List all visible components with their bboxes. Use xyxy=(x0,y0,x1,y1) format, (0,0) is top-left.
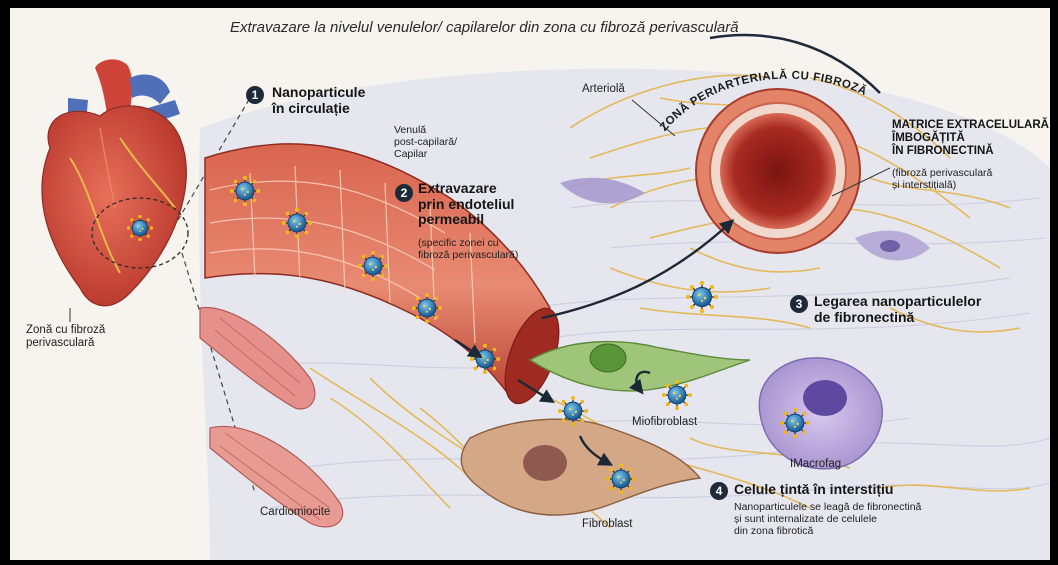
step2-note-line2: fibroză perivasculară) xyxy=(418,250,518,262)
venule-label-line1: Venulă xyxy=(394,125,457,137)
step2-line3: permeabil xyxy=(418,212,514,228)
myofibroblast-label: Miofibroblast xyxy=(632,416,697,429)
step4-description: Nanoparticulele se leagă de fibronectină… xyxy=(734,502,921,537)
step3-line2: de fibronectină xyxy=(814,310,981,326)
step1-badge: 1 xyxy=(246,86,264,104)
step4-badge: 4 xyxy=(710,482,728,500)
step1-title: Nanoparticule în circulație xyxy=(272,85,365,116)
matrix-line1: MATRICE EXTRACELULARĂ xyxy=(892,119,1049,132)
step4-desc-line1: Nanoparticulele se leagă de fibronectină xyxy=(734,502,921,514)
step4-title: Celule țintă în interstițiu xyxy=(734,482,893,498)
step1-line1: Nanoparticule xyxy=(272,85,365,101)
matrix-line2: ÎMBOGĂȚITĂ xyxy=(892,132,1049,145)
step2-badge: 2 xyxy=(395,184,413,202)
step2-note-line1: (specific zonei cu xyxy=(418,238,518,250)
heart-zone-label-line2: perivasculară xyxy=(26,337,105,350)
step2-title: Extravazare prin endoteliul permeabil xyxy=(418,181,514,228)
step2-line2: prin endoteliul xyxy=(418,197,514,213)
step2-line1: Extravazare xyxy=(418,181,514,197)
heart-zone-label: Zonă cu fibroză perivasculară xyxy=(26,324,105,350)
venule-label-line2: post-capilară/ xyxy=(394,137,457,149)
diagram-canvas: Extravazare la nivelul venulelor/ capila… xyxy=(10,8,1050,560)
cardiomyocyte-label: Cardiomiocite xyxy=(260,506,330,519)
heart-illustration xyxy=(42,59,188,305)
venule-label: Venulă post-capilară/ Capilar xyxy=(394,125,457,160)
venule-label-line3: Capilar xyxy=(394,149,457,161)
fibroblast-label: Fibroblast xyxy=(582,518,633,531)
heart-zone-label-line1: Zonă cu fibroză xyxy=(26,324,105,337)
arteriole-label: Arteriolă xyxy=(582,83,625,96)
step3-title: Legarea nanoparticulelor de fibronectină xyxy=(814,294,981,325)
step2-note: (specific zonei cu fibroză perivasculară… xyxy=(418,238,518,262)
matrix-label: MATRICE EXTRACELULARĂ ÎMBOGĂȚITĂ ÎN FIBR… xyxy=(892,119,1049,158)
step3-line1: Legarea nanoparticulelor xyxy=(814,294,981,310)
svg-text:ZONĂ PERIARTERIALĂ CU FIBROZĂ: ZONĂ PERIARTERIALĂ CU FIBROZĂ xyxy=(658,69,869,134)
zone-arc-label: ZONĂ PERIARTERIALĂ CU FIBROZĂ xyxy=(630,28,930,148)
step4-desc-line2: și sunt internalizate de celulele xyxy=(734,514,921,526)
matrix-line3: ÎN FIBRONECTINĂ xyxy=(892,145,1049,158)
zone-arc-text: ZONĂ PERIARTERIALĂ CU FIBROZĂ xyxy=(658,69,869,134)
matrix-note: (fibroză perivasculară și interstițială) xyxy=(892,168,992,192)
step4-desc-line3: din zona fibrotică xyxy=(734,526,921,538)
macrophage-label: IMacrofag xyxy=(790,458,841,471)
step1-line2: în circulație xyxy=(272,101,365,117)
step3-badge: 3 xyxy=(790,295,808,313)
matrix-note-line1: (fibroză perivasculară xyxy=(892,168,992,180)
matrix-note-line2: și interstițială) xyxy=(892,180,992,192)
